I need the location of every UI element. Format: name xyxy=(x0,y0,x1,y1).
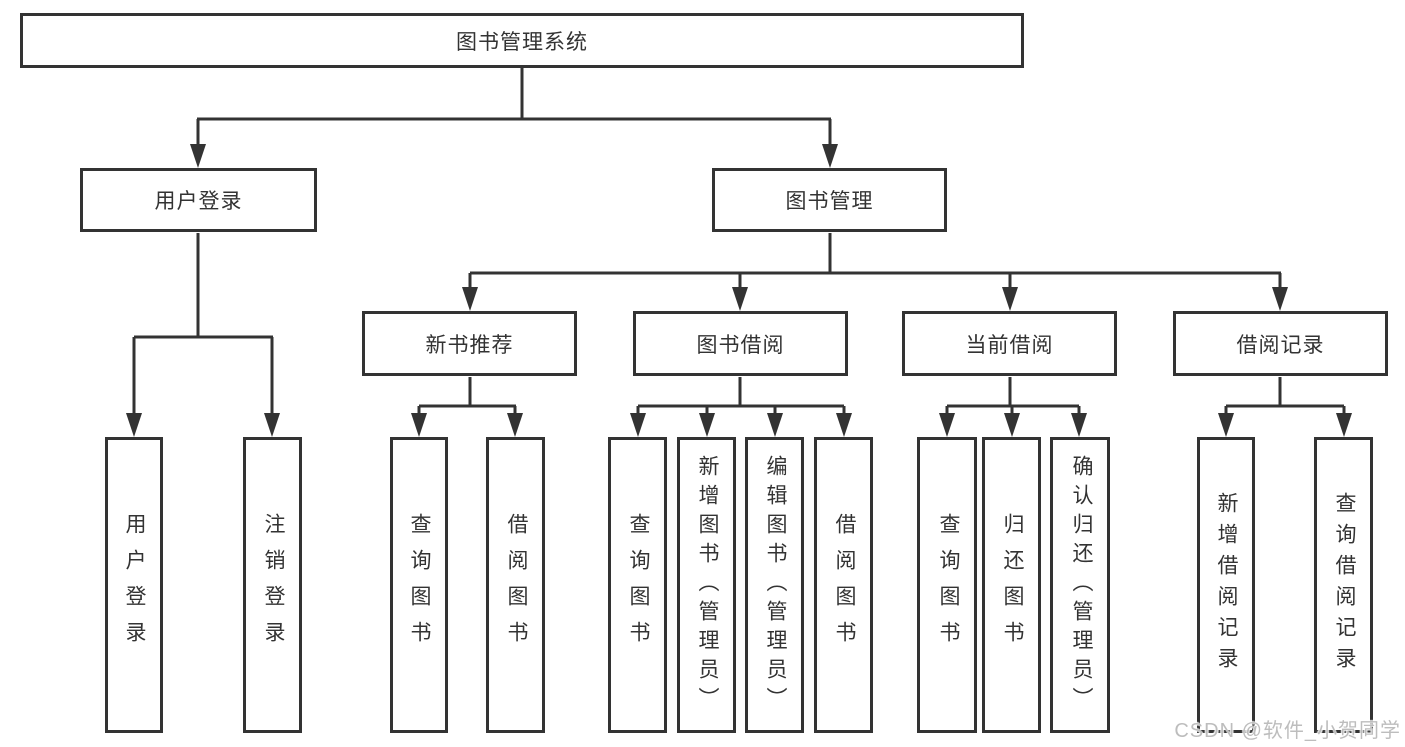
arrowheads-record-children xyxy=(1218,413,1352,437)
leaf-cb-return-book: 归还图书 xyxy=(982,437,1041,733)
node-book-borrow: 图书借阅 xyxy=(633,311,848,376)
arrowheads-root-children xyxy=(190,144,838,168)
node-book-mgmt: 图书管理 xyxy=(712,168,947,232)
node-borrow-record: 借阅记录 xyxy=(1173,311,1388,376)
leaf-bb-query-book: 查询图书 xyxy=(608,437,667,733)
leaf-rec-query-book: 查询图书 xyxy=(390,437,448,733)
connector-rec-children-lines xyxy=(417,377,517,417)
connector-record-children-lines xyxy=(1224,377,1346,417)
leaf-cb-query-book: 查询图书 xyxy=(917,437,977,733)
arrowheads-borrow-children xyxy=(630,413,852,437)
node-new-book-rec: 新书推荐 xyxy=(362,311,577,376)
csdn-watermark: CSDN @软件_小贺同学 xyxy=(1174,720,1401,742)
leaf-rec-borrow-book: 借阅图书 xyxy=(486,437,545,733)
arrowheads-rec-children xyxy=(411,413,523,437)
connector-login-children-lines xyxy=(132,233,274,416)
leaf-br-add-record: 新增借阅记录 xyxy=(1197,437,1255,733)
node-current-borrow: 当前借阅 xyxy=(902,311,1117,376)
leaf-br-query-record: 查询借阅记录 xyxy=(1314,437,1373,733)
connector-mgmt-children-lines xyxy=(468,233,1282,291)
connector-current-children-lines xyxy=(945,377,1081,417)
connector-root-children-lines xyxy=(196,68,832,147)
leaf-bb-edit-book: 编辑图书（管理员） xyxy=(745,437,804,733)
leaf-user-login: 用户登录 xyxy=(105,437,163,733)
connector-borrow-children-lines xyxy=(636,377,846,417)
arrowheads-login-children xyxy=(126,413,280,437)
arrowheads-current-children xyxy=(939,413,1087,437)
node-root: 图书管理系统 xyxy=(20,13,1024,68)
leaf-cb-confirm-return: 确认归还（管理员） xyxy=(1050,437,1110,733)
leaf-bb-add-book: 新增图书（管理员） xyxy=(677,437,736,733)
leaf-bb-borrow-book: 借阅图书 xyxy=(814,437,873,733)
arrowheads-mgmt-children xyxy=(462,287,1288,311)
leaf-logout: 注销登录 xyxy=(243,437,302,733)
node-user-login: 用户登录 xyxy=(80,168,317,232)
